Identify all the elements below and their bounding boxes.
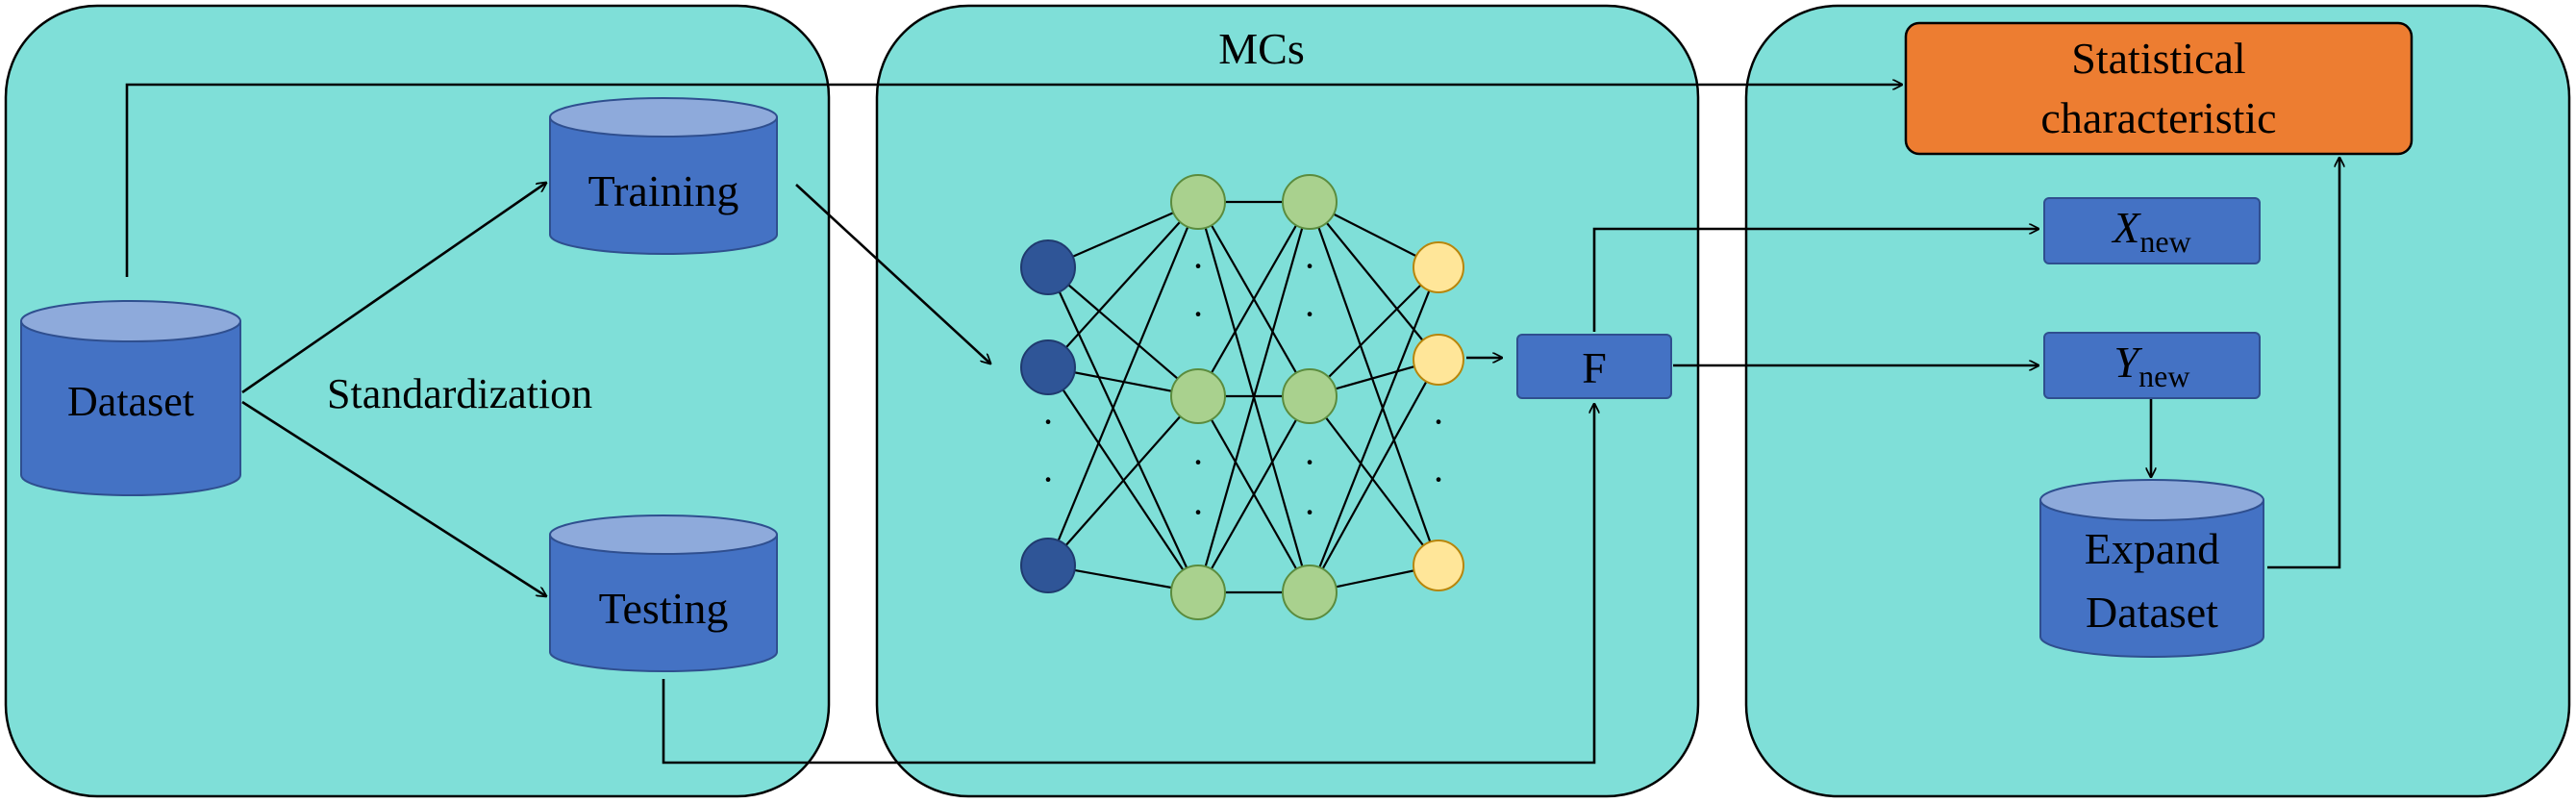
nn-edge-hidden2-0-output-2 [1308,201,1440,566]
nn-edge-hidden1-2-hidden2-1 [1197,395,1311,593]
testing-cylinder: Testing [549,514,778,672]
expand-dataset-cylinder: Expand Dataset [2039,479,2264,658]
arrow-dataset-to-training [241,183,546,394]
nn-edge-hidden2-2-output-1 [1309,359,1439,593]
panel-mcs-label: MCs [1218,24,1304,73]
nn-ellipsis-dot-0-1: · [1041,458,1054,501]
nn-ellipsis-dot-2-3: · [1303,490,1315,534]
arrow-expand-to-statistical [2267,158,2339,569]
dataset-label: Dataset [67,378,194,425]
nn-edge-input-1-hidden1-0 [1047,201,1199,368]
nn-ellipsis-dot-2-1: · [1303,292,1315,336]
nn-node-output-2 [1413,540,1464,591]
nn-edge-input-0-hidden1-2 [1047,266,1199,593]
nn-edge-hidden2-0-output-1 [1309,201,1439,361]
y-new-box [2043,332,2261,399]
nn-edge-input-2-hidden1-1 [1047,395,1199,566]
nn-node-input-0 [1020,239,1076,295]
nn-node-hidden2-1 [1282,368,1338,424]
arrow-dataset-to-testing [241,400,546,596]
expand-dataset-line1: Expand [2085,524,2220,573]
y-new-subscript: new [2138,359,2189,393]
nn-node-output-1 [1413,334,1464,386]
statistical-label-line2: characteristic [2040,93,2276,142]
y-new-symbol: Y [2114,338,2143,387]
nn-ellipsis-dot-0-0: · [1041,400,1054,443]
nn-node-hidden1-0 [1170,174,1226,230]
nn-edge-hidden1-2-hidden2-0 [1196,201,1312,593]
neural-network: ············ [1020,174,1464,620]
panel-output [1744,4,2571,798]
y-new-label: Ynew [2114,338,2190,393]
nn-ellipsis-dot-3-0: · [1432,400,1444,443]
nn-edge-hidden2-1-output-2 [1309,395,1439,566]
nn-edge-hidden2-1-output-0 [1309,266,1439,397]
f-box [1516,334,1672,399]
arrow-dataset-to-statistical [125,85,1902,277]
nn-node-hidden2-2 [1282,565,1338,620]
nn-edge-input-2-hidden1-0 [1046,201,1200,566]
arrow-testing-to-f [662,404,1594,765]
dataset-cylinder: Dataset [20,300,241,496]
x-new-box [2043,197,2261,264]
nn-ellipsis-dot-1-2: · [1191,440,1204,484]
nn-node-output-0 [1413,241,1464,293]
nn-ellipsis-dot-1-1: · [1191,292,1204,336]
x-new-subscript: new [2139,224,2190,259]
nn-node-input-2 [1020,538,1076,593]
nn-ellipsis-dot-1-3: · [1191,490,1204,534]
nn-ellipsis-dot-1-0: · [1191,244,1204,288]
statistical-label-line1: Statistical [2071,34,2245,83]
nn-edge-input-0-hidden1-1 [1047,266,1199,397]
nn-node-hidden1-1 [1170,368,1226,424]
training-cylinder: Training [549,97,778,255]
arrow-training-to-network [795,184,990,364]
expand-dataset-line2: Dataset [2086,588,2218,637]
statistical-characteristic-box [1904,21,2413,156]
f-box-label: F [1582,343,1607,392]
nn-ellipsis-dot-3-1: · [1432,458,1444,501]
nn-node-input-1 [1020,339,1076,395]
training-label: Training [588,166,739,215]
testing-label: Testing [599,584,729,633]
nn-ellipsis-dot-2-2: · [1303,440,1315,484]
standardization-label: Standardization [327,370,592,417]
nn-node-hidden1-2 [1170,565,1226,620]
nn-edge-hidden2-2-output-0 [1308,266,1440,593]
nn-ellipsis-dot-2-0: · [1303,244,1315,288]
nn-edge-hidden1-1-hidden2-0 [1197,201,1311,397]
nn-node-hidden2-0 [1282,174,1338,230]
arrow-f-to-x-new [1592,229,2038,332]
x-new-label: Xnew [2111,203,2190,259]
x-new-symbol: X [2111,203,2141,252]
